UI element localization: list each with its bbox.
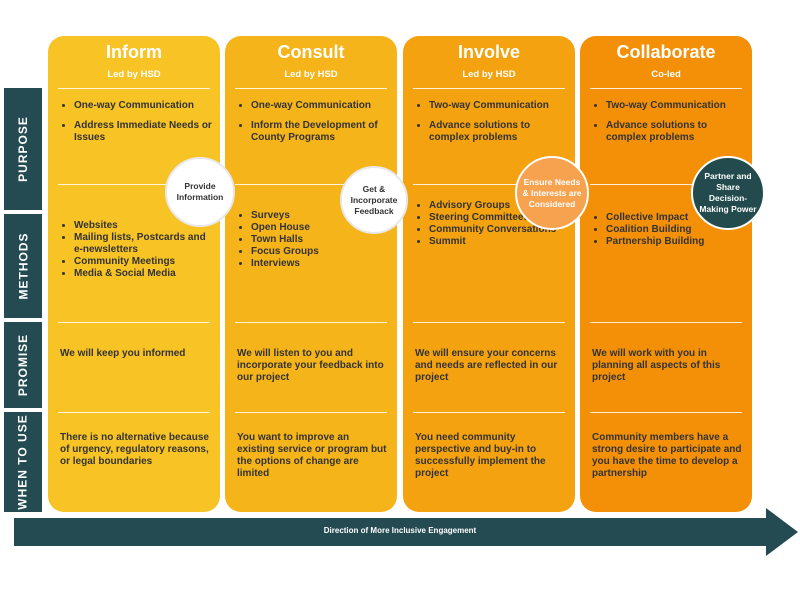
column-lead: Co-led <box>651 69 681 80</box>
list-item: One-way Communication <box>251 100 389 112</box>
purpose-cell: Two-way Communication Advance solutions … <box>415 100 567 152</box>
list-item: Interviews <box>251 258 389 270</box>
list-item: Advance solutions to complex problems <box>429 120 567 144</box>
column-collaborate: Collaborate Co-led Two-way Communication… <box>580 36 752 512</box>
column-inform: Inform Led by HSD One-way Communication … <box>48 36 220 512</box>
methods-cell: Websites Mailing lists, Postcards and e-… <box>60 220 212 280</box>
circle-partner-share-power: Partner and Share Decision-Making Power <box>691 156 765 230</box>
methods-cell: Collective Impact Coalition Building Par… <box>592 212 744 248</box>
when-to-use-cell: Community members have a strong desire t… <box>592 432 742 479</box>
list-item: Collective Impact <box>606 212 744 224</box>
column-title: Involve <box>457 42 521 62</box>
divider <box>58 322 210 323</box>
divider <box>413 412 565 413</box>
circle-ensure-needs: Ensure Needs & Interests are Considered <box>515 156 589 230</box>
list-item: Websites <box>74 220 212 232</box>
divider <box>58 88 210 89</box>
row-label-purpose: PURPOSE <box>4 88 42 210</box>
divider <box>235 322 387 323</box>
row-label-when-to-use: WHEN TO USE <box>4 412 42 512</box>
list-item: Community Meetings <box>74 256 212 268</box>
column-involve: Involve Led by HSD Two-way Communication… <box>403 36 575 512</box>
list-item: Steering Committees <box>429 212 567 224</box>
row-label-methods-text: METHODS <box>16 232 30 300</box>
list-item: Two-way Communication <box>606 100 744 112</box>
arrow-label: Direction of More Inclusive Engagement <box>323 526 477 535</box>
row-label-promise: PROMISE <box>4 322 42 408</box>
circle-label: Partner and Share Decision-Making Power <box>699 171 757 214</box>
column-title: Consult <box>277 42 345 62</box>
column-consult: Consult Led by HSD One-way Communication… <box>225 36 397 512</box>
divider <box>590 184 742 185</box>
row-label-when-to-use-text: WHEN TO USE <box>16 414 31 510</box>
engagement-direction-arrow <box>14 508 798 556</box>
divider <box>590 412 742 413</box>
column-lead: Led by HSD <box>462 69 516 80</box>
when-to-use-cell: You need community perspective and buy-i… <box>415 432 546 479</box>
list-item: Inform the Development of County Program… <box>251 120 389 144</box>
divider <box>590 322 742 323</box>
column-lead: Led by HSD <box>107 69 161 80</box>
divider <box>235 412 387 413</box>
divider <box>58 412 210 413</box>
divider <box>235 184 387 185</box>
list-item: Advance solutions to complex problems <box>606 120 744 144</box>
list-item: Summit <box>429 236 567 248</box>
promise-cell: We will keep you informed <box>60 348 186 359</box>
circle-label: Ensure Needs & Interests are Considered <box>522 176 582 209</box>
promise-cell: We will ensure your concerns and needs a… <box>415 348 558 383</box>
divider <box>235 88 387 89</box>
circle-get-incorporate-feedback: Get & Incorporate Feedback <box>340 166 408 234</box>
promise-cell: We will listen to you and incorporate yo… <box>237 348 384 383</box>
divider <box>413 88 565 89</box>
list-item: Mailing lists, Postcards and e-newslette… <box>74 232 212 256</box>
circle-provide-information: Provide Information <box>165 157 235 227</box>
divider <box>590 88 742 89</box>
column-lead: Led by HSD <box>284 69 338 80</box>
list-item: Address Immediate Needs or Issues <box>74 120 212 144</box>
when-to-use-cell: There is no alternative because of urgen… <box>60 432 209 467</box>
row-label-methods: METHODS <box>4 214 42 318</box>
divider <box>58 184 210 185</box>
circle-label: Get & Incorporate Feedback <box>350 183 398 216</box>
list-item: Surveys <box>251 210 389 222</box>
list-item: Two-way Communication <box>429 100 567 112</box>
divider <box>413 184 565 185</box>
column-title: Inform <box>106 42 162 62</box>
list-item: Community Conversations <box>429 224 567 236</box>
row-label-purpose-text: PURPOSE <box>16 116 30 182</box>
circle-label: Provide Information <box>176 181 224 202</box>
list-item: Partnership Building <box>606 236 744 248</box>
purpose-cell: Two-way Communication Advance solutions … <box>592 100 744 152</box>
list-item: Open House <box>251 222 389 234</box>
column-title: Collaborate <box>616 42 716 62</box>
list-item: One-way Communication <box>74 100 212 112</box>
methods-cell: Surveys Open House Town Halls Focus Grou… <box>237 210 389 270</box>
list-item: Focus Groups <box>251 246 389 258</box>
list-item: Media & Social Media <box>74 268 212 280</box>
row-label-promise-text: PROMISE <box>16 333 30 397</box>
promise-cell: We will work with you in planning all as… <box>592 348 721 383</box>
list-item: Town Halls <box>251 234 389 246</box>
divider <box>413 322 565 323</box>
methods-cell: Advisory Groups Steering Committees Comm… <box>415 200 567 248</box>
list-item: Advisory Groups <box>429 200 567 212</box>
list-item: Coalition Building <box>606 224 744 236</box>
arrow-shape <box>14 508 798 556</box>
purpose-cell: One-way Communication Inform the Develop… <box>237 100 389 152</box>
purpose-cell: One-way Communication Address Immediate … <box>60 100 212 152</box>
when-to-use-cell: You want to improve an existing service … <box>237 432 387 479</box>
